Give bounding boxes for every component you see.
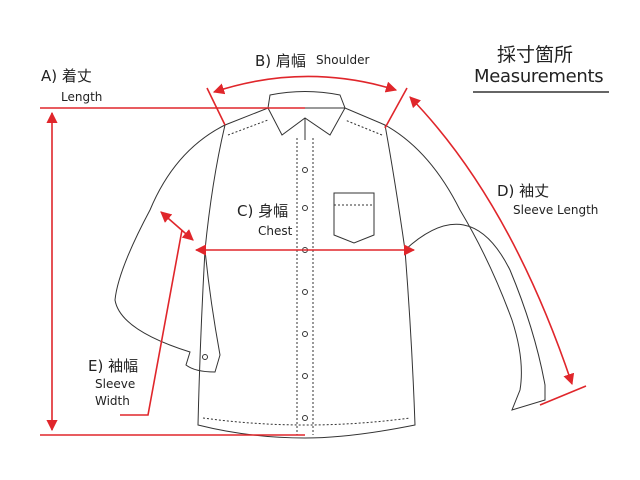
shoulder-label: B) 肩幅: [255, 52, 306, 70]
left-sleeve: [114, 124, 226, 373]
shirt-outline: [114, 91, 546, 439]
chest-label: C) 身幅: [237, 202, 289, 220]
title-underline: [473, 91, 609, 93]
shoulder-tick-right: [384, 87, 408, 129]
shoulder-tick-left: [206, 87, 226, 126]
measure-lines: [40, 75, 587, 436]
sleeve-length-tick: [539, 385, 587, 406]
title-english: Measurements: [474, 66, 604, 87]
shoulder-english: Shoulder: [316, 53, 370, 67]
shoulder-arrow: [212, 75, 398, 95]
sleeve-width-english-1: Sleeve: [95, 377, 136, 391]
yoke: [227, 119, 383, 136]
chest-english: Chest: [258, 224, 293, 238]
length-english: Length: [61, 90, 103, 104]
title-japanese: 採寸箇所: [497, 44, 574, 66]
sleeve-length-label: D) 袖丈: [497, 182, 550, 200]
shirt-body: [197, 107, 416, 439]
sleeve-length-arrow: [409, 96, 575, 386]
sleeve-width-label: E) 袖幅: [88, 357, 139, 375]
placket: [296, 138, 314, 435]
length-label: A) 着丈: [41, 67, 92, 85]
collar: [267, 91, 346, 140]
sleeve-length-english: Sleeve Length: [513, 203, 599, 217]
hem-stitch: [202, 417, 411, 426]
sleeve-width-arrow: [160, 211, 194, 241]
pocket: [333, 192, 375, 244]
sleeve-width-english-2: Width: [95, 394, 130, 408]
right-sleeve: [384, 124, 546, 411]
sleeve-width-leader: [120, 229, 183, 416]
